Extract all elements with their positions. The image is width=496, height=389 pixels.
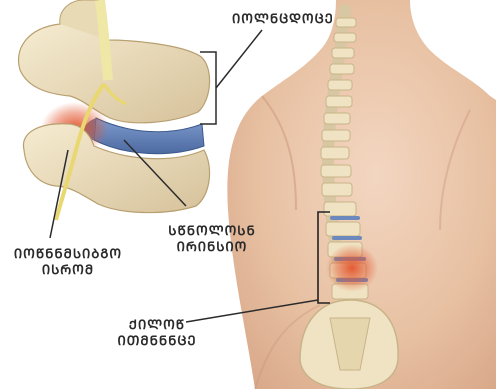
disc-label: ᲘᲝᲬᲜᲜᲛᲡᲘᲑᲒᲝ ᲘᲡᲠᲝᲛ <box>0 247 136 279</box>
nerve-root-label-line2: ᲘᲠᲘᲜᲡᲘᲝ <box>162 240 262 256</box>
nerve-root-label-line1: ᲡᲬᲜᲝᲚᲝᲡᲜ <box>162 224 262 240</box>
disc-label-line2: ᲘᲡᲠᲝᲛ <box>0 263 136 279</box>
nerve-root-label: ᲡᲬᲜᲝᲚᲝᲡᲜ ᲘᲠᲘᲜᲡᲘᲝ <box>162 224 262 256</box>
spine-label-line1: ᲥᲘᲚᲝᲬ <box>112 318 202 334</box>
vertebra-label: ᲘᲝᲚᲜᲪᲓᲝᲪᲔ <box>232 12 334 28</box>
vertebra-closeup <box>19 0 210 220</box>
disc-label-line1: ᲘᲝᲬᲜᲜᲛᲡᲘᲑᲒᲝ <box>0 247 136 263</box>
spine-label-line2: ᲘᲗᲛᲜᲜᲜᲪᲔ <box>112 334 202 350</box>
spine-label: ᲥᲘᲚᲝᲬ ᲘᲗᲛᲜᲜᲜᲪᲔ <box>112 318 202 350</box>
